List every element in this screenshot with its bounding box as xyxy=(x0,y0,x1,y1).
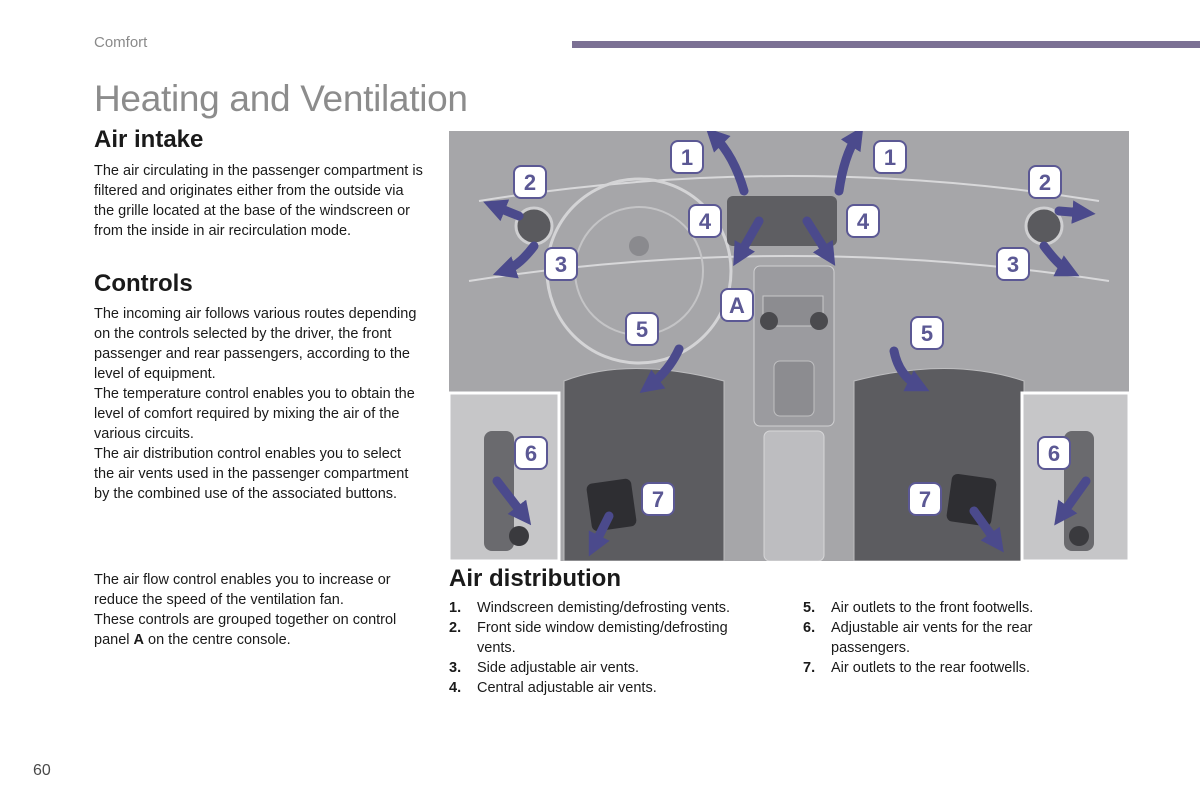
callout-label: 1 xyxy=(884,145,896,170)
callout: A xyxy=(720,288,754,322)
callout: 1 xyxy=(873,140,907,174)
callout: 6 xyxy=(514,436,548,470)
callout-label: 2 xyxy=(1039,170,1051,195)
arrow-front-footwell-left xyxy=(639,344,684,394)
list-item-number: 7. xyxy=(803,660,816,676)
list-item: 2. Front side window demisting/defrosting… xyxy=(449,618,759,658)
list-item: 6. Adjustable air vents for the rear pass… xyxy=(803,618,1063,658)
callout-label: 2 xyxy=(524,170,536,195)
callout: 3 xyxy=(996,247,1030,281)
arrow-front-footwell-right xyxy=(889,346,930,392)
callout-label: 7 xyxy=(652,487,664,512)
controls-paragraph: The temperature control enables you to o… xyxy=(94,386,415,442)
callout-label: A xyxy=(729,293,745,318)
list-item-number: 3. xyxy=(449,660,462,676)
list-item-number: 2. xyxy=(449,620,462,636)
list-item: 4. Central adjustable air vents. xyxy=(449,678,759,698)
list-item: 3. Side adjustable air vents. xyxy=(449,658,759,678)
windscreen-line xyxy=(478,175,1100,202)
airflow-paragraph: The air flow control enables you to incr… xyxy=(94,572,391,608)
list-item-text: Windscreen demisting/defrosting vents. xyxy=(477,600,731,616)
callout: 2 xyxy=(1028,165,1062,199)
rear-vent-inset-left xyxy=(449,391,561,561)
floor-vent-icon xyxy=(586,478,637,532)
list-item: 5. Air outlets to the front footwells. xyxy=(803,598,1063,618)
arrow-central-vent-left xyxy=(733,216,764,267)
air-distribution-list-left: 1. Windscreen demisting/defrosting vents.… xyxy=(449,598,759,698)
arrow-windscreen-right xyxy=(834,131,864,196)
list-item-text: Air outlets to the rear footwells. xyxy=(831,660,1031,676)
control-panel-text-end: on the centre console. xyxy=(144,632,291,648)
callout-label: 7 xyxy=(919,487,931,512)
arrow-central-vent-right xyxy=(802,216,836,266)
arrow-rear-vent-right xyxy=(1054,476,1091,526)
callout-label: 3 xyxy=(555,252,567,277)
callout-label: 6 xyxy=(525,441,537,466)
list-item-number: 5. xyxy=(803,600,816,616)
arrow-side-vent-right xyxy=(1039,241,1080,277)
front-seat-icon xyxy=(563,368,725,561)
list-item-text: Central adjustable air vents. xyxy=(477,680,657,696)
arrow-rear-vent-left xyxy=(492,476,532,526)
callout: 7 xyxy=(908,482,942,516)
airflow-text: The air flow control enables you to incr… xyxy=(94,570,424,650)
list-item-text: Front side window demisting/defrosting v… xyxy=(477,620,728,656)
callout-label: 1 xyxy=(681,145,693,170)
floor-vent-icon xyxy=(946,473,997,527)
callout: 6 xyxy=(1037,436,1071,470)
front-seat-icon xyxy=(853,368,1025,561)
list-item-text: Air outlets to the front footwells. xyxy=(831,600,1034,616)
list-item: 7. Air outlets to the rear footwells. xyxy=(803,658,1063,678)
callout: 7 xyxy=(641,482,675,516)
list-item-number: 4. xyxy=(449,680,462,696)
arrow-windscreen-left xyxy=(705,131,749,196)
list-item-number: 6. xyxy=(803,620,816,636)
control-panel-paragraph: These controls are grouped together on c… xyxy=(94,610,424,650)
callout: 1 xyxy=(670,140,704,174)
air-distribution-heading: Air distribution xyxy=(449,565,621,592)
controls-paragraph: The incoming air follows various routes … xyxy=(94,306,417,382)
air-distribution-list-right: 5. Air outlets to the front footwells. 6.… xyxy=(803,598,1063,678)
arrow-side-vent-left xyxy=(492,241,539,279)
callout: 2 xyxy=(513,165,547,199)
page-number: 60 xyxy=(33,762,51,779)
air-intake-heading: Air intake xyxy=(94,126,204,153)
controls-heading: Controls xyxy=(94,270,193,297)
arrow-side-window-left xyxy=(483,199,524,222)
header-bar xyxy=(572,41,1200,48)
callout: 5 xyxy=(910,316,944,350)
callout: 4 xyxy=(688,204,722,238)
controls-text: The incoming air follows various routes … xyxy=(94,304,424,504)
arrow-rear-footwell-left xyxy=(588,511,614,557)
arrow-rear-footwell-right xyxy=(969,506,1004,553)
callout: 5 xyxy=(625,312,659,346)
ventilation-diagram: 1 1 2 2 3 3 4 4 A 5 5 6 6 7 7 xyxy=(449,131,1129,561)
callout: 4 xyxy=(846,204,880,238)
page-title: Heating and Ventilation xyxy=(94,78,468,119)
control-panel-label: A xyxy=(133,632,144,648)
airflow-arrows xyxy=(483,131,1096,557)
control-panel-text-start: These controls are grouped together on c… xyxy=(94,612,397,648)
centre-console-icon xyxy=(753,265,835,561)
list-item: 1. Windscreen demisting/defrosting vents. xyxy=(449,598,759,618)
list-item-text: Adjustable air vents for the rear passen… xyxy=(831,620,1033,656)
section-label: Comfort xyxy=(94,34,148,51)
air-intake-text: The air circulating in the passenger com… xyxy=(94,163,423,239)
callout: 3 xyxy=(544,247,578,281)
arrow-side-window-right xyxy=(1054,200,1096,224)
rear-vent-inset-right xyxy=(1020,391,1129,561)
list-item-text: Side adjustable air vents. xyxy=(477,660,640,676)
controls-paragraph: The air distribution control enables you… xyxy=(94,446,409,502)
callout-label: 4 xyxy=(857,209,870,234)
callout-label: 6 xyxy=(1048,441,1060,466)
list-item-number: 1. xyxy=(449,600,462,616)
callout-label: 4 xyxy=(699,209,712,234)
callout-label: 5 xyxy=(921,321,933,346)
callout-label: 5 xyxy=(636,317,648,342)
callout-label: 3 xyxy=(1007,252,1019,277)
